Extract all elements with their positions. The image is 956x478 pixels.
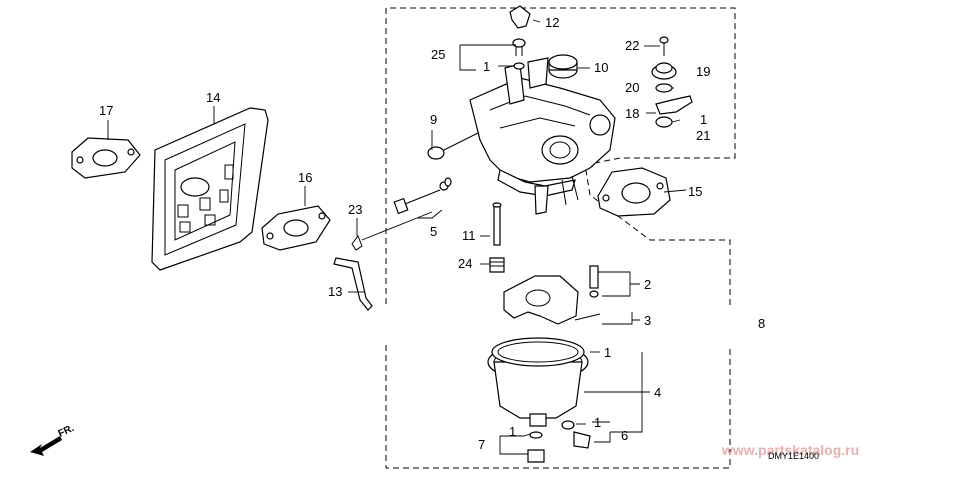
- float-bowl-part-4: [487, 337, 589, 427]
- callout-11: 11: [462, 228, 476, 243]
- bolt-part-7: [527, 431, 545, 463]
- cap-part-12: [509, 5, 531, 29]
- callout-14: 14: [206, 90, 220, 105]
- gasket-part-17: [71, 137, 141, 179]
- carburetor-body: [469, 57, 616, 215]
- screw-part-9: [427, 131, 481, 160]
- gasket-part-16: [261, 205, 331, 251]
- callout-4: 4: [654, 385, 661, 400]
- front-direction-arrow: FR.: [30, 423, 76, 456]
- callout-20: 20: [625, 80, 639, 95]
- callout-1-drain: 1: [594, 415, 601, 430]
- callout-6: 6: [621, 428, 628, 443]
- lever-stack-part-19: [651, 36, 693, 128]
- callout-1-top: 1: [483, 59, 490, 74]
- screw-part-25: [512, 38, 526, 70]
- callout-1-bolt: 1: [509, 424, 516, 439]
- callout-8: 8: [758, 316, 765, 331]
- watermark: www.partskatalog.ru: [721, 442, 859, 458]
- float-part-3: [503, 275, 601, 325]
- clip-part-23: [351, 234, 363, 251]
- callout-22: 22: [625, 38, 639, 53]
- pilot-screw-part-5: [393, 177, 452, 215]
- callout-16: 16: [298, 170, 312, 185]
- callout-2: 2: [644, 277, 651, 292]
- callout-23: 23: [348, 202, 362, 217]
- callout-24: 24: [458, 256, 472, 271]
- callout-12: 12: [545, 15, 559, 30]
- diagram-code: DMY1E1400: [768, 451, 819, 461]
- callout-19: 19: [696, 64, 710, 79]
- leader-lines: [107, 19, 687, 455]
- gasket-part-15: [597, 167, 671, 217]
- callout-13: 13: [328, 284, 342, 299]
- drain-screw-part-6: [561, 420, 591, 449]
- callout-10: 10: [594, 60, 608, 75]
- choke-rod-part-13: [333, 257, 373, 311]
- float-valve-part-2: [589, 265, 599, 298]
- front-label: FR.: [57, 423, 76, 440]
- callout-7: 7: [478, 437, 485, 452]
- insulator-part-14: [151, 107, 269, 271]
- callout-17: 17: [99, 103, 113, 118]
- callout-1-right: 1: [700, 112, 707, 127]
- callout-15: 15: [688, 184, 702, 199]
- callout-5: 5: [430, 224, 437, 239]
- callout-18: 18: [625, 106, 639, 121]
- cap-part-10: [548, 54, 578, 79]
- main-jet-part-11: [489, 202, 505, 273]
- callout-9: 9: [430, 112, 437, 127]
- callout-labels: 12 25 1 10 22 19 20 18 1 21 9 15 17 14 1…: [99, 15, 765, 452]
- callout-25: 25: [431, 47, 445, 62]
- callout-1-bowl: 1: [604, 345, 611, 360]
- callout-3: 3: [644, 313, 651, 328]
- callout-21: 21: [696, 128, 710, 143]
